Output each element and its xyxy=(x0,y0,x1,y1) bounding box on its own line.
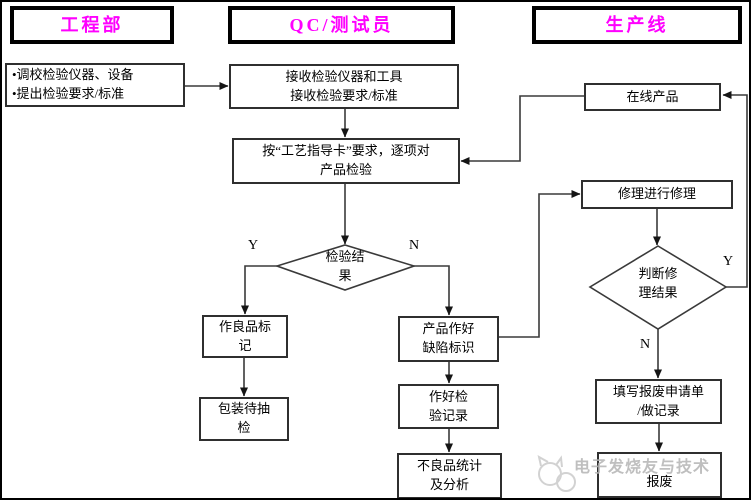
judge-diamond-line1: 判断修 xyxy=(638,266,678,281)
arrow-defectmark-to-repair xyxy=(499,190,581,338)
node-scrap-form-line1: 填写报废申请单 xyxy=(612,383,704,399)
lane-header-engineering-label: 工程部 xyxy=(60,14,124,35)
watermark-logo xyxy=(537,455,576,492)
node-pack-await-sampling: 包装待抽 检 xyxy=(199,397,289,441)
arrow-result-no-to-defectmark xyxy=(414,265,453,316)
judge-diamond-line2: 理结果 xyxy=(638,284,678,300)
diamond-judge-repair-text: 判断修 理结果 xyxy=(608,265,708,303)
result-diamond-line1: 检验结 xyxy=(325,249,365,264)
node-scrap-form-line2: /做记录 xyxy=(637,402,680,418)
diamond-inspection-result-text: 检验结 果 xyxy=(295,248,395,286)
lane-header-production-label: 生产线 xyxy=(605,14,669,35)
node-inspect-line1: 按“工艺指导卡”要求，逐项对 xyxy=(262,143,430,159)
branch-label-result-no: N xyxy=(409,238,420,253)
node-receive-instruments: 接收检验仪器和工具 接收检验要求/标准 xyxy=(229,64,459,109)
node-record-line2: 验记录 xyxy=(428,407,468,423)
node-pack-line2: 检 xyxy=(237,420,251,435)
node-scrap-label: 报废 xyxy=(646,474,673,490)
node-scrap-application: 填写报废申请单 /做记录 xyxy=(595,379,722,424)
node-receive-line2: 接收检验要求/标准 xyxy=(290,87,398,103)
result-diamond-line2: 果 xyxy=(338,267,352,283)
node-defect-mark-line1: 产品作好 xyxy=(422,321,475,337)
lane-header-qc-label: QC/测试员 xyxy=(289,14,394,35)
branch-label-result-yes: Y xyxy=(248,238,259,253)
node-repair: 修理进行修理 xyxy=(581,180,733,209)
node-inspection-record: 作好检 验记录 xyxy=(398,384,499,429)
lane-header-production: 生产线 xyxy=(532,6,742,44)
node-inspect-per-process-card: 按“工艺指导卡”要求，逐项对 产品检验 xyxy=(232,138,460,184)
node-stats-line1: 不良品统计 xyxy=(416,458,482,474)
arrow-online-to-inspect xyxy=(460,95,584,165)
arrow-result-yes-to-goodmark xyxy=(241,265,277,315)
node-defect-statistics: 不良品统计 及分析 xyxy=(397,453,502,498)
node-repair-label: 修理进行修理 xyxy=(617,186,696,202)
node-defect-mark-line2: 缺陷标识 xyxy=(422,340,475,355)
node-pack-line1: 包装待抽 xyxy=(217,401,270,417)
watermark-text: 电子发烧友与技术 xyxy=(574,459,711,476)
lane-header-qc: QC/测试员 xyxy=(228,6,455,44)
node-record-line1: 作好检 xyxy=(428,388,468,404)
node-stats-line2: 及分析 xyxy=(429,477,469,492)
node-online-product-label: 在线产品 xyxy=(626,88,679,104)
node-calibrate-line1: •调校检验仪器、设备 xyxy=(12,67,134,83)
node-inspect-line2: 产品检验 xyxy=(319,162,372,177)
node-calibrate-line2: •提出检验要求/标准 xyxy=(12,86,125,101)
branch-label-judge-no: N xyxy=(640,337,651,352)
node-online-product: 在线产品 xyxy=(584,83,721,111)
node-defect-mark: 产品作好 缺陷标识 xyxy=(398,316,499,362)
lane-header-engineering: 工程部 xyxy=(10,6,174,44)
node-good-mark-line1: 作良品标 xyxy=(218,318,271,334)
node-calibrate-instruments: •调校检验仪器、设备 •提出检验要求/标准 xyxy=(5,63,185,107)
node-scrap: 报废 xyxy=(597,452,722,498)
node-good-product-mark: 作良品标 记 xyxy=(202,315,288,358)
branch-label-judge-yes: Y xyxy=(723,254,734,269)
node-receive-line1: 接收检验仪器和工具 xyxy=(285,68,403,84)
node-good-mark-line2: 记 xyxy=(238,337,252,353)
